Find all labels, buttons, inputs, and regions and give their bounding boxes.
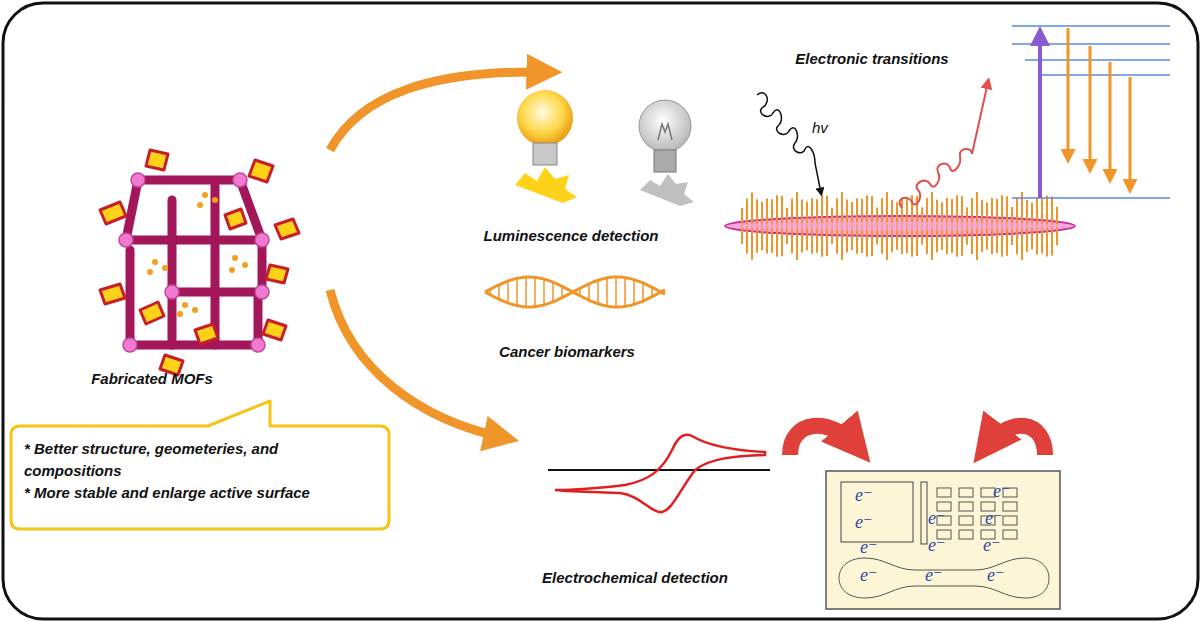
lit-bulb	[515, 90, 577, 203]
signal-arrow	[985, 426, 1045, 455]
incident-light	[757, 93, 821, 193]
voltammogram	[555, 435, 765, 512]
target-label: Cancer biomarkers	[499, 343, 635, 360]
electron-symbol: e⁻	[983, 536, 1001, 554]
electron-symbol: e⁻	[993, 482, 1011, 500]
guest-molecules	[147, 192, 248, 317]
callout-text: * More stable and enlarge active surface	[8, 482, 392, 504]
process-label: Electronic transitions	[795, 50, 948, 67]
electrode-chip: e⁻ e⁻ e⁻ e⁻ e⁻ e⁻ e⁻ e⁻ e⁻ e⁻ e⁻	[825, 470, 1061, 610]
electron-symbol: e⁻	[928, 536, 946, 554]
electron-symbol: e⁻	[985, 509, 1003, 527]
method-label: Luminescence detection	[483, 227, 658, 244]
mof-linker-flags	[100, 150, 299, 375]
electron-symbol: e⁻	[925, 566, 943, 584]
excitation-arrow	[1038, 34, 1042, 198]
symbol-label: hv	[812, 119, 828, 136]
unlit-bulb	[639, 100, 694, 206]
electron-symbol: e⁻	[855, 486, 873, 504]
electron-symbol: e⁻	[987, 566, 1005, 584]
electron-symbol: e⁻	[860, 566, 878, 584]
electron-symbol: e⁻	[860, 538, 878, 556]
callout-text: * Better structure, geometeries, and com…	[8, 438, 392, 482]
mof-structure	[126, 180, 262, 345]
energy-levels	[1012, 26, 1170, 198]
signal-arrow	[790, 426, 858, 455]
dna-helix	[485, 277, 665, 307]
mof-nodes	[119, 173, 269, 352]
callout-box: * Better structure, geometeries, and com…	[8, 398, 392, 532]
flow-arrow	[330, 72, 548, 150]
method-label: Electrochemical detection	[542, 569, 728, 586]
emission-arrows	[1068, 28, 1130, 188]
frame	[3, 3, 1198, 619]
flow-arrow	[330, 290, 505, 438]
emitted-light	[900, 82, 988, 208]
electron-symbol: e⁻	[855, 513, 873, 531]
figure-caption: Fabricated MOFs	[91, 370, 213, 387]
surface-highlight	[725, 222, 1075, 230]
electron-symbol: e⁻	[928, 509, 946, 527]
